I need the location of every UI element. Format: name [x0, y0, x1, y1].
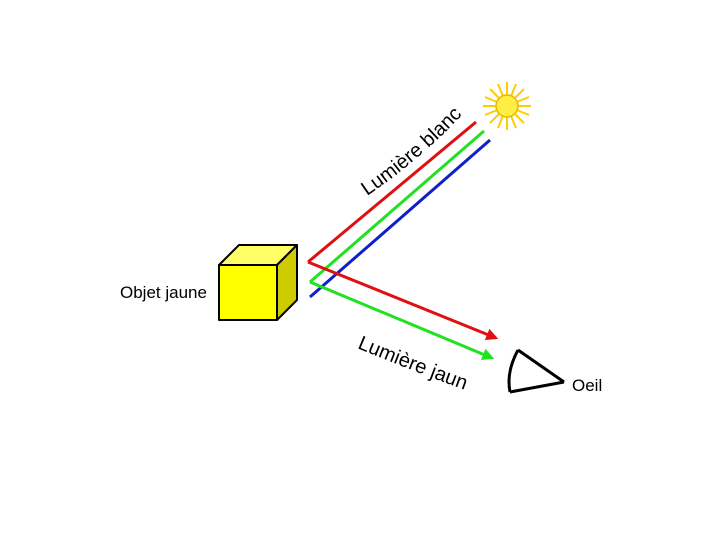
cube-front-face: [219, 265, 277, 320]
eye-icon: [509, 350, 564, 392]
white-light-label: Lumière blanche: [0, 0, 466, 200]
incoming-red-ray: [308, 122, 476, 262]
reflected-red-ray: [308, 262, 496, 338]
cube-icon: [219, 245, 297, 320]
yellow-object-label: Objet jaune: [120, 283, 207, 302]
reflected-green-ray: [310, 282, 492, 358]
sun-core: [496, 95, 518, 117]
yellow-light-label: Lumière jaune: [0, 0, 471, 395]
sun-icon: [483, 82, 531, 130]
eye-label: Oeil: [572, 376, 602, 395]
